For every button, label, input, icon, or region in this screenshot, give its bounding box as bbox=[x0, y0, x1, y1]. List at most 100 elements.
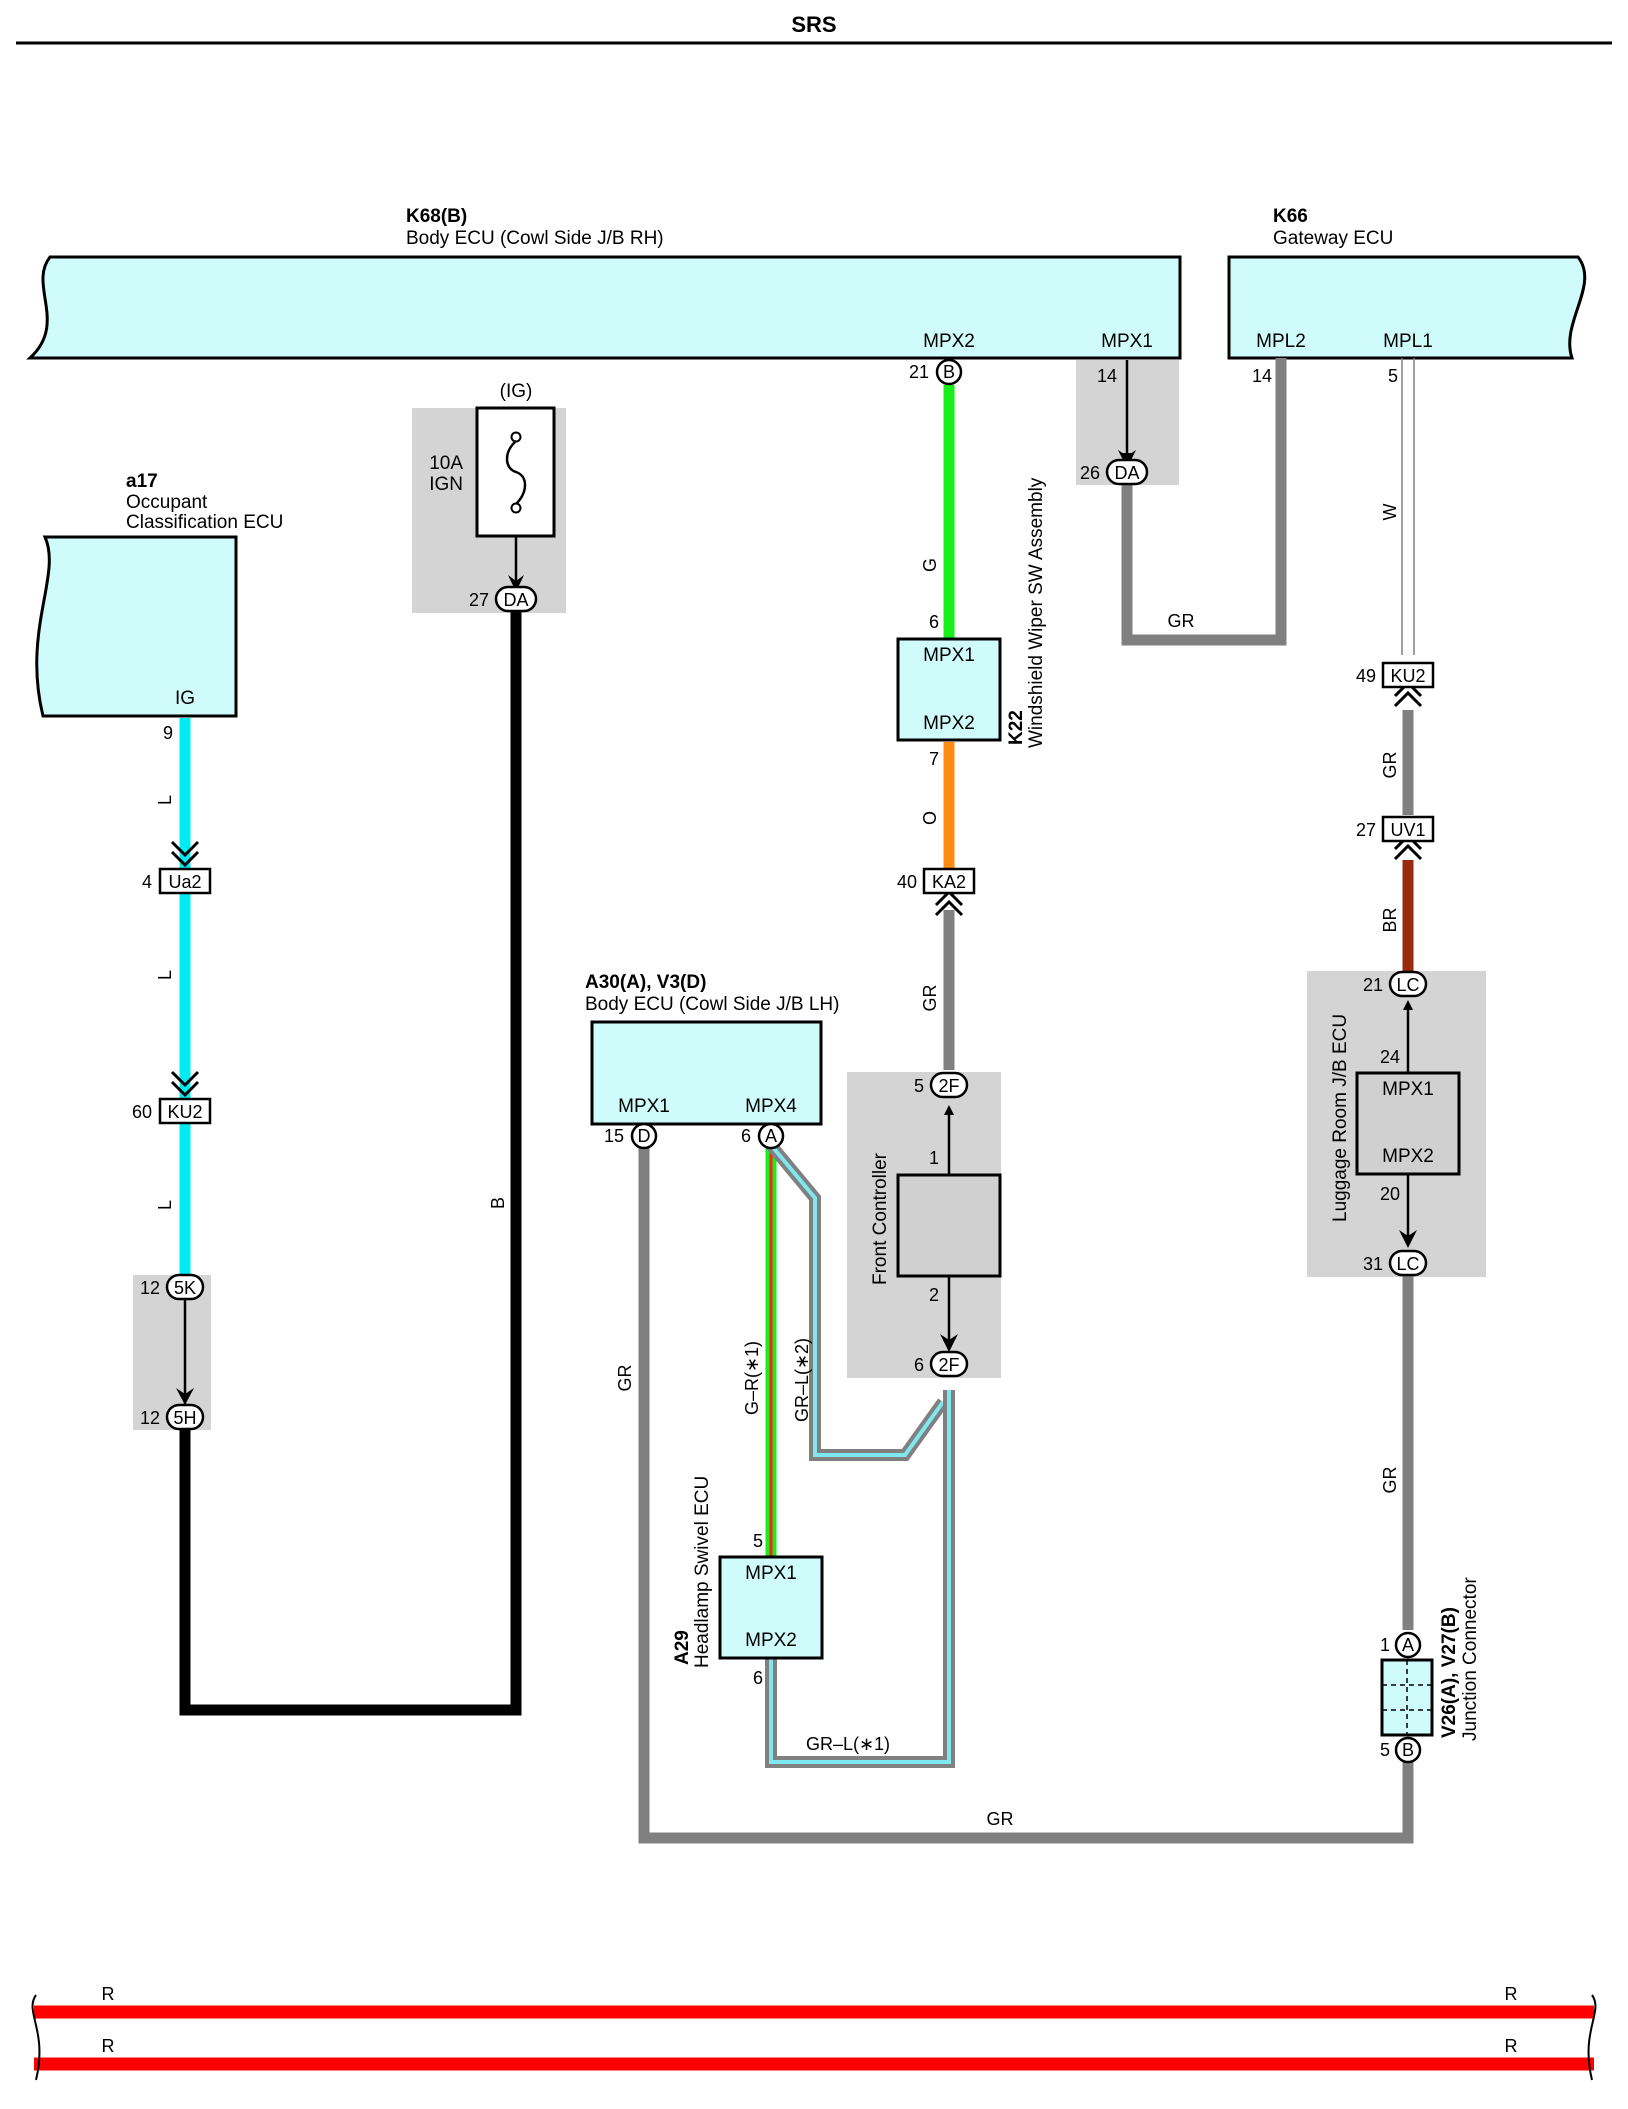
svg-text:DA: DA bbox=[1114, 463, 1139, 483]
a30-name: Body ECU (Cowl Side J/B LH) bbox=[585, 994, 839, 1015]
wire-label-g-r-1: G–R(∗1) bbox=[742, 1341, 762, 1415]
svg-text:KU2: KU2 bbox=[1390, 666, 1425, 686]
pin-k68-mpx2: 21 bbox=[909, 362, 929, 382]
wire-label-w: W bbox=[1380, 504, 1400, 521]
terminal-2f-top: 2F bbox=[929, 1071, 969, 1099]
a17-name-line1: Occupant bbox=[126, 492, 208, 513]
svg-text:Ua2: Ua2 bbox=[168, 872, 201, 892]
front-controller-name: Front Controller bbox=[870, 1152, 891, 1285]
luggage-room-jb-ecu: MPX1 MPX2 Luggage Room J/B ECU bbox=[1330, 1014, 1461, 1222]
front-controller: Front Controller bbox=[870, 1152, 1002, 1285]
fuse-name: IGN bbox=[429, 474, 463, 495]
wire-label-gr-ka2: GR bbox=[920, 984, 940, 1011]
terminal-arrows bbox=[176, 450, 1417, 1405]
a30-code: A30(A), V3(D) bbox=[585, 972, 706, 993]
svg-text:KU2: KU2 bbox=[167, 1102, 202, 1122]
k66-pin-mpl1: MPL1 bbox=[1383, 331, 1433, 352]
k66-code: K66 bbox=[1273, 206, 1308, 227]
pin-lc-top: 21 bbox=[1363, 975, 1383, 995]
pin-ku2-left: 60 bbox=[132, 1102, 152, 1122]
a30-body-ecu-lh: A30(A), V3(D) Body ECU (Cowl Side J/B LH… bbox=[585, 972, 839, 1126]
wire-label-r-3: R bbox=[102, 2036, 115, 2056]
pin-ua2: 4 bbox=[142, 872, 152, 892]
svg-text:LC: LC bbox=[1396, 975, 1419, 995]
pin-a29-in: 5 bbox=[753, 1531, 763, 1551]
pin-2f-top: 5 bbox=[914, 1076, 924, 1096]
connector-ku2-right: KU2 bbox=[1381, 661, 1435, 689]
svg-text:DA: DA bbox=[503, 590, 528, 610]
k68-code: K68(B) bbox=[406, 206, 467, 227]
pin-a29-out: 6 bbox=[753, 1668, 763, 1688]
pin-5h: 12 bbox=[140, 1408, 160, 1428]
terminal-junction-a: A bbox=[1394, 1631, 1422, 1659]
svg-text:UV1: UV1 bbox=[1390, 820, 1425, 840]
wire-label-gr-ku2: GR bbox=[1380, 751, 1400, 778]
terminal-b-k68: B bbox=[935, 358, 963, 386]
pin-ku2-right: 49 bbox=[1356, 666, 1376, 686]
a29-name: Headlamp Swivel ECU bbox=[692, 1476, 713, 1668]
pin-k22-in: 6 bbox=[929, 612, 939, 632]
pin-k68-mpx1: 14 bbox=[1097, 366, 1117, 386]
v26-code: V26(A), V27(B) bbox=[1439, 1607, 1460, 1738]
a29-headlamp-swivel-ecu: MPX1 MPX2 A29 Headlamp Swivel ECU bbox=[672, 1476, 824, 1668]
wire-label-br: BR bbox=[1380, 907, 1400, 932]
k68-pin-mpx2: MPX2 bbox=[923, 331, 975, 352]
terminal-da-26: DA bbox=[1105, 458, 1149, 486]
pin-lc-bottom: 31 bbox=[1363, 1254, 1383, 1274]
svg-text:2F: 2F bbox=[938, 1355, 959, 1375]
svg-text:A: A bbox=[1402, 1635, 1414, 1655]
k66-gateway-ecu: K66 Gateway ECU MPL2 MPL1 bbox=[1227, 206, 1587, 360]
terminal-d-a30: D bbox=[630, 1122, 658, 1150]
v26-name: Junction Connector bbox=[1460, 1577, 1481, 1741]
svg-text:KA2: KA2 bbox=[932, 872, 966, 892]
wire-label-r-4: R bbox=[1505, 2036, 1518, 2056]
junction-connector: V26(A), V27(B) Junction Connector bbox=[1380, 1577, 1481, 1741]
svg-text:5K: 5K bbox=[174, 1278, 196, 1298]
a17-occupant-classification-ecu: a17 Occupant Classification ECU IG bbox=[35, 471, 283, 718]
wire-labels: L L L B G O GR GR W GR BR GR GR GR G–R(∗… bbox=[102, 504, 1518, 2057]
k68-pin-mpx1: MPX1 bbox=[1101, 331, 1153, 352]
svg-text:LC: LC bbox=[1396, 1254, 1419, 1274]
r-bar-endcaps bbox=[31, 1994, 1597, 2081]
a29-pin2: MPX2 bbox=[745, 1630, 797, 1651]
a17-code: a17 bbox=[126, 471, 158, 492]
terminal-a-a30: A bbox=[757, 1122, 785, 1150]
fuse-rating: 10A bbox=[429, 453, 463, 474]
wire-label-gr-l-1: GR–L(∗1) bbox=[806, 1734, 890, 1754]
pin-a30-d: 15 bbox=[604, 1126, 624, 1146]
a29-pin1: MPX1 bbox=[745, 1563, 797, 1584]
pin-lum-20: 20 bbox=[1380, 1184, 1400, 1204]
k22-code: K22 bbox=[1006, 710, 1027, 745]
pin-junction-b: 5 bbox=[1380, 1740, 1390, 1760]
wire-label-gr-da: GR bbox=[1168, 611, 1195, 631]
pin-a17-ig: 9 bbox=[163, 723, 173, 743]
pin-k22-out: 7 bbox=[929, 749, 939, 769]
wire-label-gr-a30: GR bbox=[615, 1364, 635, 1391]
svg-text:D: D bbox=[638, 1126, 651, 1146]
k22-pin2: MPX2 bbox=[923, 713, 975, 734]
pin-numbers: 9 4 60 12 12 27 21 14 26 14 5 6 7 40 5 1… bbox=[132, 362, 1400, 1760]
wire-gr-da-mpl2 bbox=[1121, 358, 1287, 646]
pin-ka2: 40 bbox=[897, 872, 917, 892]
connector-uv1: UV1 bbox=[1381, 815, 1435, 843]
wire-label-b: B bbox=[488, 1197, 508, 1209]
wire-label-r-2: R bbox=[1505, 1984, 1518, 2004]
k66-name: Gateway ECU bbox=[1273, 228, 1393, 249]
terminal-junction-b: B bbox=[1394, 1736, 1422, 1764]
pin-da-26: 26 bbox=[1080, 463, 1100, 483]
pin-k66-mpl1: 5 bbox=[1388, 366, 1398, 386]
a30-pin2: MPX4 bbox=[745, 1096, 797, 1117]
wire-gr-bottom-loop bbox=[638, 1145, 1414, 1844]
wire-label-o: O bbox=[920, 811, 940, 825]
wire-label-gr-lc: GR bbox=[1380, 1466, 1400, 1493]
terminal-2f-bottom: 2F bbox=[929, 1350, 969, 1378]
wire-label-l-1: L bbox=[155, 795, 175, 805]
wire-label-l-2: L bbox=[155, 970, 175, 980]
a29-code: A29 bbox=[672, 1630, 693, 1665]
k22-name: Windshield Wiper SW Assembly bbox=[1026, 477, 1047, 748]
a17-pin-ig: IG bbox=[175, 688, 195, 709]
luggage-pin1: MPX1 bbox=[1382, 1079, 1434, 1100]
svg-text:B: B bbox=[1402, 1740, 1414, 1760]
wire-label-gr-bottom: GR bbox=[987, 1809, 1014, 1829]
